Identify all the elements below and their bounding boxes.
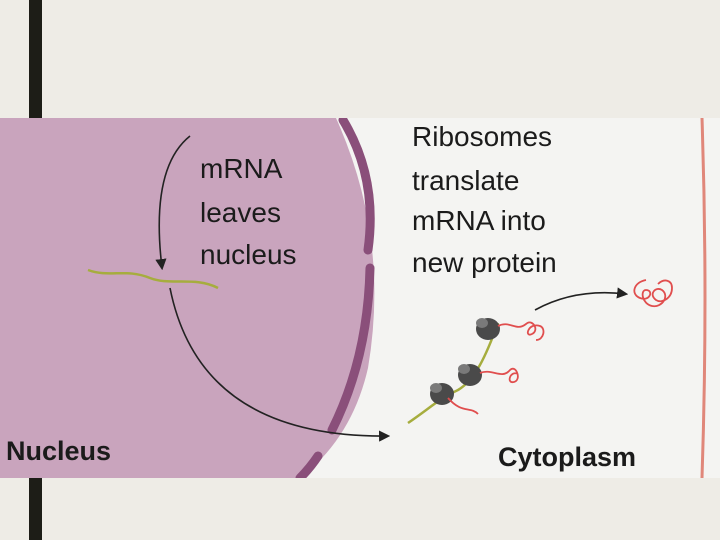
slide-accent-bar-top — [29, 0, 42, 118]
mrna-strand-cytoplasm — [407, 322, 500, 425]
ribosome-label-line-2: translate — [412, 165, 519, 196]
nucleus-region — [0, 118, 375, 478]
nuclear-envelope-upper — [338, 118, 375, 255]
nascent-protein-2 — [479, 367, 519, 383]
mrna-strand-nucleus — [87, 268, 219, 290]
protein-release-arrow — [534, 287, 629, 311]
nuclear-envelope-lower — [295, 451, 323, 478]
ribosome-3 — [476, 318, 500, 340]
slide-accent-bar-bottom — [29, 478, 42, 540]
cytoplasm-label: Cytoplasm — [498, 442, 636, 472]
nucleus-label: Nucleus — [6, 436, 111, 466]
ribosome-label-line-4: new protein — [412, 247, 557, 278]
ribosome-2 — [458, 364, 482, 386]
cell-membrane — [700, 118, 707, 478]
ribosome-label-line-1: Ribosomes — [412, 121, 552, 152]
mrna-label-line-2: leaves — [200, 197, 281, 228]
mrna-leaves-label: mRNA leaves nucleus — [200, 153, 297, 270]
nascent-protein-3 — [497, 321, 545, 341]
mrna-label-line-3: nucleus — [200, 239, 297, 270]
figure-canvas: mRNA leaves nucleus Ribosomes translate … — [0, 118, 720, 478]
folded-protein — [633, 279, 673, 308]
mrna-exit-arrow — [169, 287, 391, 442]
ribosomes-translate-label: Ribosomes translate mRNA into new protei… — [412, 121, 560, 278]
mrna-label-line-1: mRNA — [200, 153, 283, 184]
mrna-path-arrow-upper — [155, 135, 191, 271]
nuclear-envelope-middle — [327, 263, 375, 435]
nascent-protein-1 — [447, 397, 479, 415]
mrna-translation-figure: mRNA leaves nucleus Ribosomes translate … — [0, 118, 720, 478]
ribosome-1 — [430, 383, 454, 405]
ribosome-label-line-3: mRNA into — [412, 205, 546, 236]
